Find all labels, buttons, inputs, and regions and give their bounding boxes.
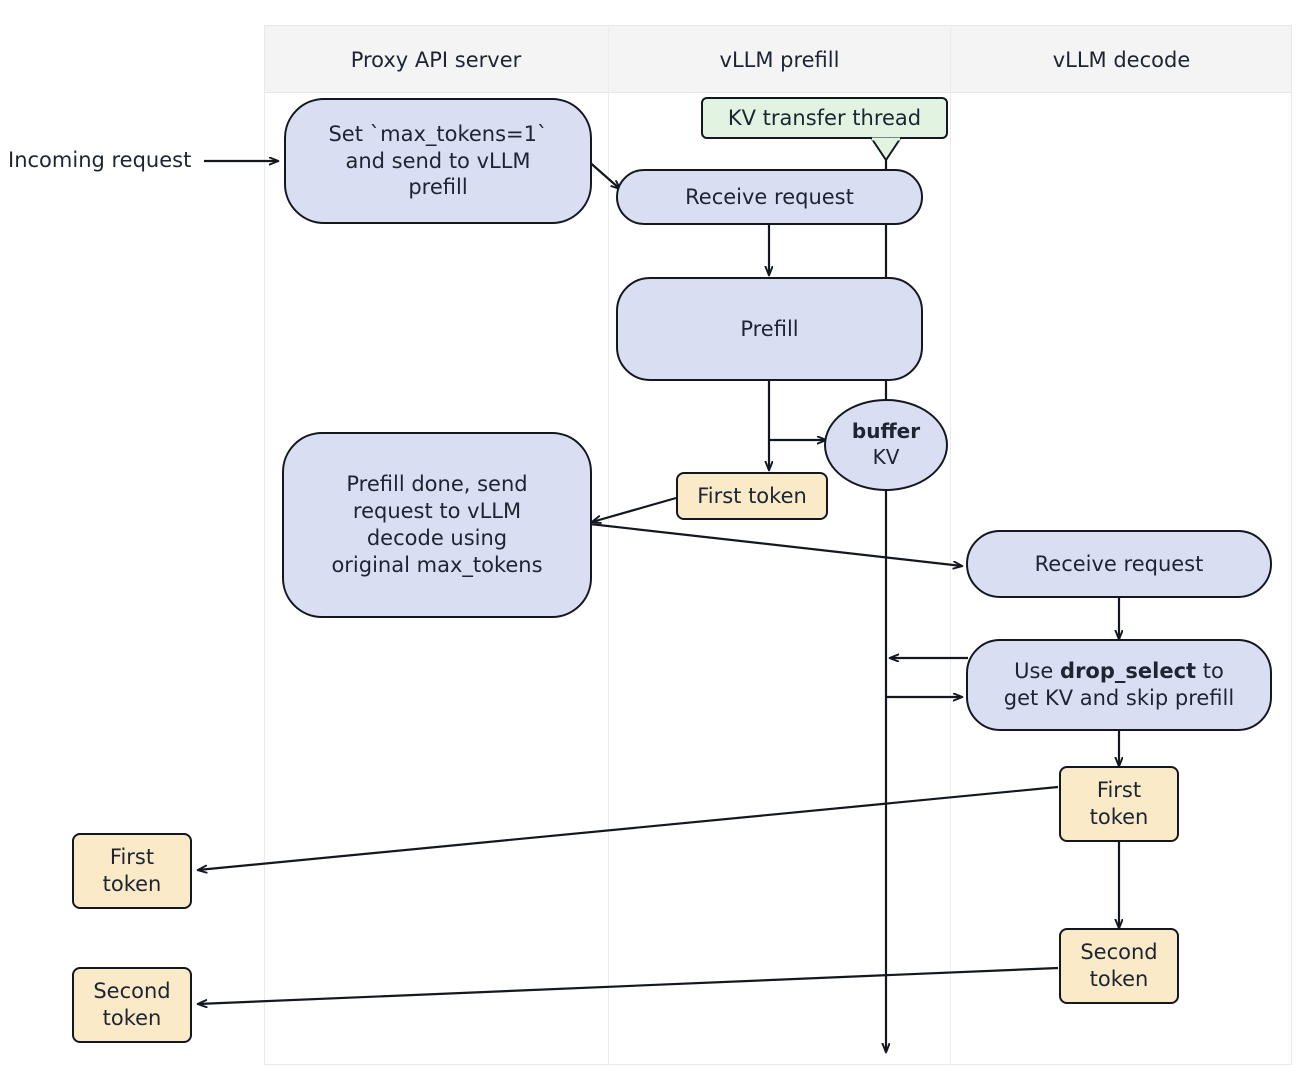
node-prefill-receive-request-label: Receive request <box>685 184 854 209</box>
node-drop-select-keyword: drop_select <box>1060 659 1197 684</box>
node-decode-drop-select[interactable]: Use drop_select to get KV and skip prefi… <box>966 639 1272 731</box>
lane-title-decode: vLLM decode <box>1052 48 1191 72</box>
node-prefill-done-line-3: decode using <box>366 526 508 550</box>
node-proxy-first-token-line-1: First <box>109 845 155 870</box>
node-decode-first-token-line-2: token <box>1089 805 1149 829</box>
node-set-max-tokens-line-1: Set `max_tokens=1` <box>328 121 548 146</box>
lane-title-proxy: Proxy API server <box>350 48 522 72</box>
lane-header-band <box>264 25 1292 93</box>
node-proxy-first-token[interactable]: First token <box>72 833 192 909</box>
node-decode-second-token-line-2: token <box>1089 967 1149 991</box>
node-decode-receive-request-label: Receive request <box>1034 551 1204 576</box>
node-drop-select-pre: Use <box>1014 659 1061 684</box>
lane-divider-2 <box>950 25 951 1065</box>
node-decode-receive-request[interactable]: Receive request <box>966 530 1272 598</box>
node-decode-first-token-line-1: First <box>1096 778 1142 803</box>
node-prefill-first-token-label: First token <box>697 483 807 508</box>
node-prefill-first-token[interactable]: First token <box>676 472 828 520</box>
node-drop-select-post: to <box>1196 659 1224 684</box>
node-prefill-label: Prefill <box>740 316 799 341</box>
node-set-max-tokens-line-3: prefill <box>408 175 468 200</box>
node-prefill[interactable]: Prefill <box>616 277 923 381</box>
node-decode-second-token-line-1: Second <box>1080 940 1158 965</box>
node-set-max-tokens[interactable]: Set `max_tokens=1` and send to vLLM pref… <box>284 98 592 224</box>
incoming-request-label: Incoming request <box>8 148 192 172</box>
node-prefill-receive-request[interactable]: Receive request <box>616 169 923 225</box>
node-buffer-kv[interactable]: buffer KV <box>824 399 948 491</box>
note-kv-transfer-thread-label: KV transfer thread <box>727 106 922 130</box>
node-prefill-done-line-4: original max_tokens <box>331 552 543 577</box>
node-prefill-done[interactable]: Prefill done, send request to vLLM decod… <box>282 432 592 618</box>
node-decode-second-token[interactable]: Second token <box>1059 928 1179 1004</box>
lane-divider-1 <box>608 25 609 1065</box>
node-proxy-second-token-line-2: token <box>102 1006 162 1030</box>
node-prefill-done-line-1: Prefill done, send <box>346 472 528 497</box>
node-drop-select-line-2: get KV and skip prefill <box>1003 686 1235 710</box>
node-proxy-second-token[interactable]: Second token <box>72 967 192 1043</box>
node-proxy-first-token-line-2: token <box>102 872 162 896</box>
node-buffer-kv-title: buffer <box>851 419 921 444</box>
lane-title-prefill: vLLM prefill <box>719 48 840 72</box>
node-proxy-second-token-line-1: Second <box>93 979 171 1004</box>
node-buffer-kv-subtitle: KV <box>872 445 900 469</box>
node-decode-first-token[interactable]: First token <box>1059 766 1179 842</box>
node-prefill-done-line-2: request to vLLM <box>352 499 522 524</box>
node-set-max-tokens-line-2: and send to vLLM <box>345 148 531 173</box>
note-kv-transfer-thread[interactable]: KV transfer thread <box>701 97 948 139</box>
